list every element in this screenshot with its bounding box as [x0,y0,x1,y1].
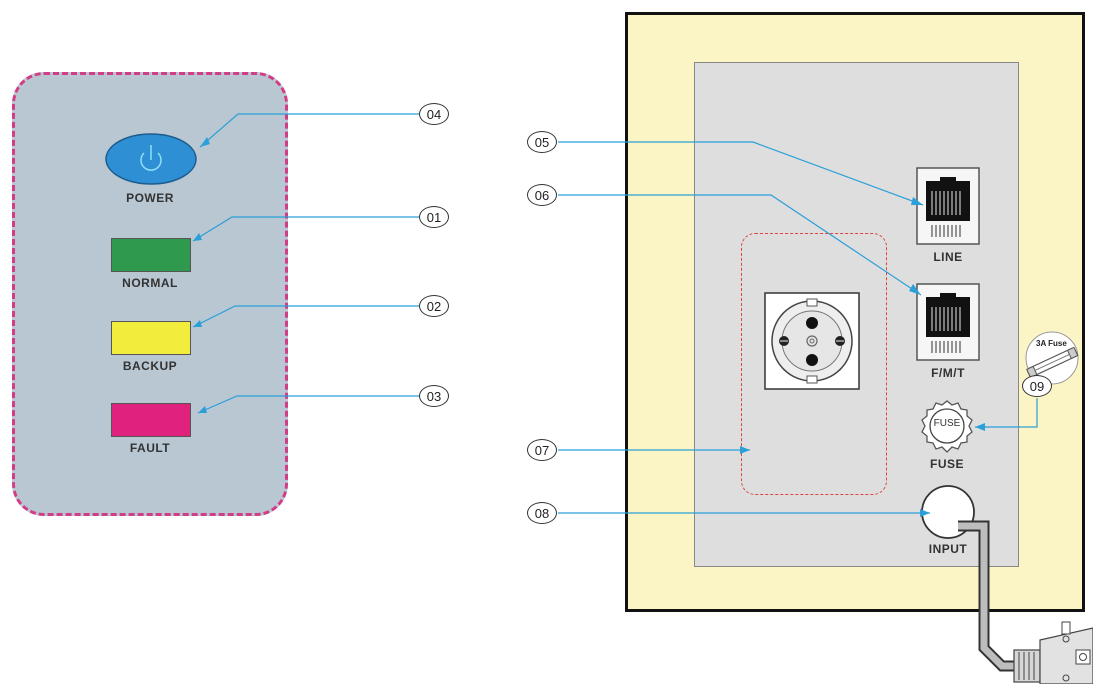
power-button[interactable] [104,132,198,186]
fault-label: FAULT [129,441,171,455]
fuse-cap-text: FUSE [933,418,961,429]
callout-08: 08 [527,502,557,524]
power-icon [140,145,162,171]
callout-05: 05 [527,131,557,153]
callout-07: 07 [527,439,557,461]
fuse-holder[interactable] [919,399,975,455]
backup-led [111,321,191,355]
fmt-jack[interactable] [916,283,980,361]
power-label: POWER [126,191,174,205]
plug-icon [1013,621,1093,684]
callout-01: 01 [419,206,449,228]
fuse-spec-text: 3A Fuse [1036,339,1067,348]
callout-04: 04 [419,103,449,125]
leader-01 [192,216,419,242]
fuse-label: FUSE [929,457,964,471]
leader-04 [199,113,419,148]
leader-05 [558,141,924,206]
normal-led [111,238,191,272]
fault-led [111,403,191,437]
fuse-cartridge-icon [1026,346,1079,379]
normal-label: NORMAL [122,276,178,290]
fuse-cartridge-inset [1025,331,1079,385]
callout-06: 06 [527,184,557,206]
callout-09: 09 [1022,375,1052,397]
callout-02: 02 [419,295,449,317]
leader-06 [558,194,922,296]
backup-label: BACKUP [122,359,178,373]
power-cord [958,520,1093,684]
leader-02 [192,305,419,328]
line-label: LINE [933,250,963,264]
leader-03 [197,395,419,414]
input-label: INPUT [928,542,968,556]
fmt-label: F/M/T [931,366,965,380]
outlet-zone [741,233,887,495]
schuko-outlet [764,292,860,390]
line-jack[interactable] [916,167,980,245]
leader-09 [975,398,1038,428]
callout-03: 03 [419,385,449,407]
